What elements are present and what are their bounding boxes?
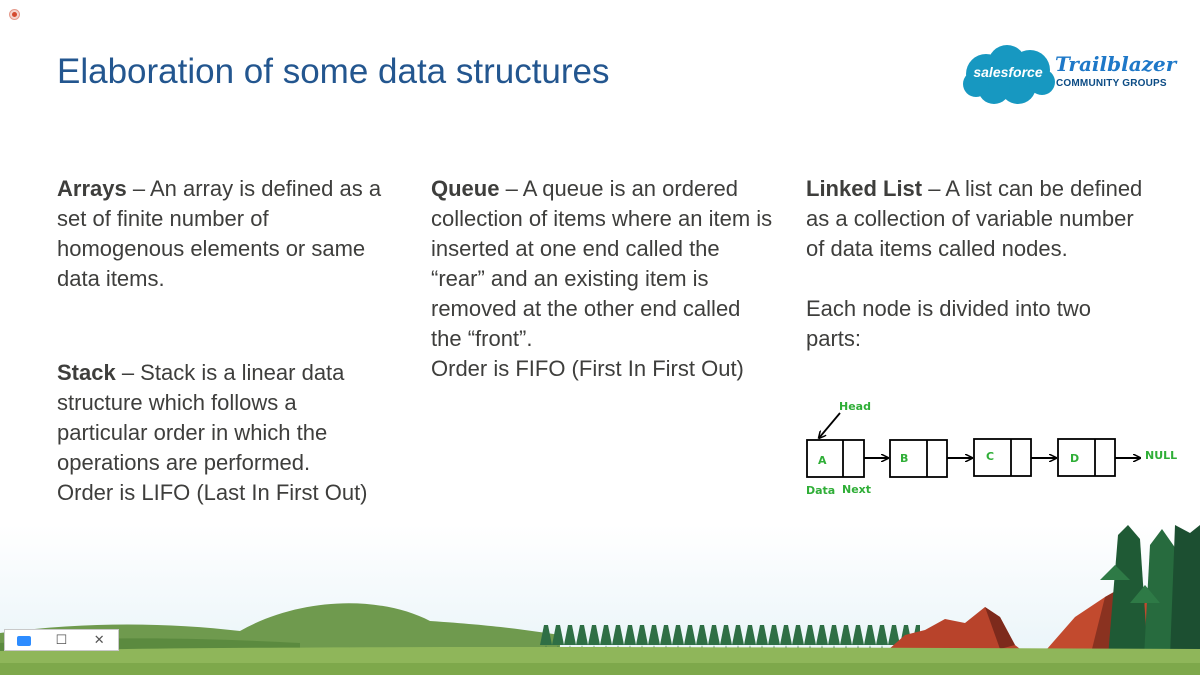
node-a-label: A [818, 454, 827, 467]
column-queue: Queue – A queue is an ordered collection… [431, 174, 776, 384]
null-label: NULL [1145, 449, 1177, 462]
node-d: D [1057, 438, 1116, 477]
node-c: C [973, 438, 1032, 477]
trailblazer-wordmark: Trailblazer [1055, 52, 1177, 76]
linked-list-term: Linked List [806, 176, 923, 201]
stack-order: Order is LIFO (Last In First Out) [57, 480, 368, 505]
linked-list-diagram: Head A B C D NULL Data Next [800, 392, 1180, 504]
queue-term: Queue [431, 176, 500, 201]
arrays-paragraph: Arrays – An array is defined as a set of… [57, 174, 387, 294]
stack-paragraph: Stack – Stack is a linear data structure… [57, 358, 387, 478]
arrays-definition: – An array is defined as a set of finite… [57, 176, 382, 291]
head-arrow [819, 412, 841, 438]
head-label: Head [839, 400, 871, 413]
close-button[interactable]: ✕ [93, 632, 105, 647]
salesforce-cloud-icon [963, 45, 1055, 104]
recording-indicator-icon [9, 9, 20, 20]
meeting-window-controls: ☐ ✕ [4, 629, 119, 651]
salesforce-trailblazer-logo: salesforce Trailblazer COMMUNITY GROUPS [960, 44, 1176, 106]
linked-list-paragraph: Linked List – A list can be defined as a… [806, 174, 1151, 264]
node-b: B [889, 439, 948, 478]
landscape-background [0, 525, 1200, 675]
column-arrays-stack: Arrays – An array is defined as a set of… [57, 174, 387, 508]
arrays-term: Arrays [57, 176, 127, 201]
data-label: Data [806, 484, 835, 497]
column-linked-list: Linked List – A list can be defined as a… [806, 174, 1151, 354]
node-d-label: D [1070, 452, 1079, 465]
salesforce-wordmark: salesforce [973, 64, 1043, 80]
stack-definition: – Stack is a linear data structure which… [57, 360, 345, 475]
queue-order: Order is FIFO (First In First Out) [431, 356, 744, 381]
queue-paragraph: Queue – A queue is an ordered collection… [431, 174, 776, 354]
queue-definition: – A queue is an ordered collection of it… [431, 176, 773, 351]
next-label: Next [842, 483, 871, 496]
stack-term: Stack [57, 360, 116, 385]
linked-list-definition: – A list can be defined as a collection … [806, 176, 1143, 261]
zoom-icon[interactable] [5, 630, 43, 650]
node-c-label: C [986, 450, 994, 463]
slide-title: Elaboration of some data structures [57, 52, 610, 91]
restore-button[interactable]: ☐ [55, 632, 68, 647]
community-groups-label: COMMUNITY GROUPS [1056, 78, 1167, 89]
linked-list-note: Each node is divided into two parts: [806, 296, 1091, 351]
linked-list-diagram-svg: Head A B C D NULL Data Next [806, 400, 1177, 497]
node-b-label: B [900, 452, 908, 465]
node-a: A [806, 439, 865, 478]
